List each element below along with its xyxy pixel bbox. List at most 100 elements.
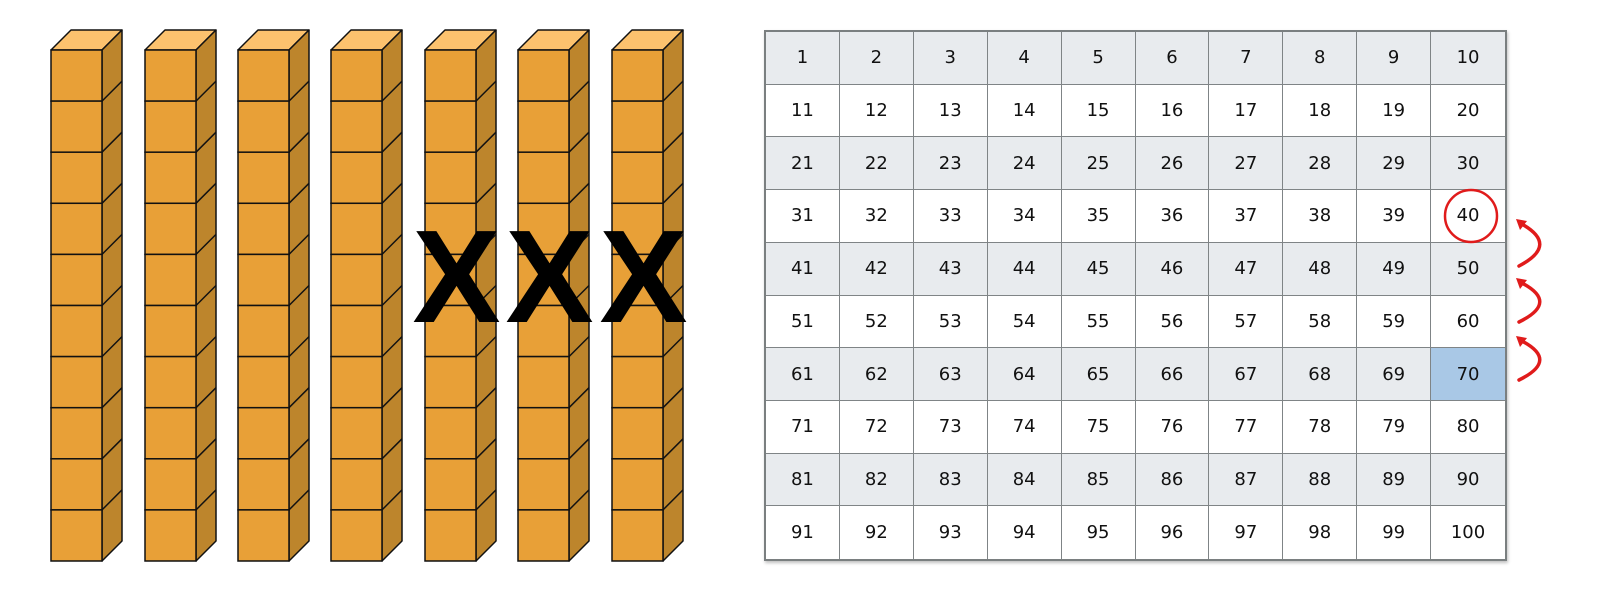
chart-cell-49: 49 xyxy=(1357,242,1432,296)
chart-cell-59: 59 xyxy=(1357,295,1432,349)
cross-out-mark: X xyxy=(412,203,500,350)
unit-cube xyxy=(517,253,570,307)
chart-cell-80: 80 xyxy=(1431,400,1505,454)
chart-cell-81: 81 xyxy=(766,453,840,507)
chart-cell-6: 6 xyxy=(1135,32,1210,85)
chart-cell-29: 29 xyxy=(1357,137,1432,191)
unit-cube xyxy=(237,49,290,102)
unit-cube xyxy=(611,151,664,205)
unit-cube xyxy=(144,202,197,256)
chart-cell-77: 77 xyxy=(1209,400,1284,454)
chart-cell-20: 20 xyxy=(1431,84,1505,138)
unit-cube xyxy=(50,49,103,102)
chart-cell-70: 70 xyxy=(1431,348,1505,401)
chart-cell-16: 16 xyxy=(1135,84,1210,138)
chart-cell-32: 32 xyxy=(839,190,914,243)
chart-cell-63: 63 xyxy=(913,348,988,401)
unit-cube xyxy=(424,49,477,102)
arrowhead-icon xyxy=(1516,278,1527,289)
chart-cell-50: 50 xyxy=(1431,242,1505,296)
unit-cube xyxy=(330,509,383,562)
unit-cube xyxy=(50,509,103,562)
chart-cell-68: 68 xyxy=(1283,348,1358,401)
unit-cube xyxy=(424,100,477,153)
chart-cell-95: 95 xyxy=(1061,506,1136,559)
chart-cell-78: 78 xyxy=(1283,400,1358,454)
unit-cube xyxy=(517,458,570,511)
chart-cell-88: 88 xyxy=(1283,453,1358,507)
chart-cell-1: 1 xyxy=(766,32,840,85)
unit-cube xyxy=(517,49,570,102)
chart-cell-15: 15 xyxy=(1061,84,1136,138)
unit-cube xyxy=(424,304,477,358)
unit-cube xyxy=(611,355,664,409)
chart-cell-85: 85 xyxy=(1061,453,1136,507)
chart-cell-44: 44 xyxy=(987,242,1062,296)
chart-cell-82: 82 xyxy=(839,453,914,507)
chart-cell-58: 58 xyxy=(1283,295,1358,349)
unit-cube xyxy=(237,355,290,409)
unit-cube xyxy=(517,406,570,460)
chart-cell-90: 90 xyxy=(1431,453,1505,507)
unit-cube xyxy=(50,202,103,256)
chart-cell-64: 64 xyxy=(987,348,1062,401)
chart-cell-65: 65 xyxy=(1061,348,1136,401)
chart-cell-67: 67 xyxy=(1209,348,1284,401)
unit-cube xyxy=(611,406,664,460)
chart-cell-21: 21 xyxy=(766,137,840,191)
jump-arrow-3 xyxy=(1517,221,1542,268)
chart-cell-39: 39 xyxy=(1357,190,1432,243)
chart-cell-60: 60 xyxy=(1431,295,1505,349)
unit-cube xyxy=(144,253,197,307)
chart-cell-57: 57 xyxy=(1209,295,1284,349)
unit-cube xyxy=(611,49,664,102)
rod-5: X xyxy=(412,29,501,562)
unit-cube xyxy=(424,458,477,511)
chart-cell-3: 3 xyxy=(913,32,988,85)
chart-cell-8: 8 xyxy=(1283,32,1358,85)
unit-cube xyxy=(330,151,383,205)
unit-cube xyxy=(237,100,290,153)
unit-cube xyxy=(517,304,570,358)
chart-cell-10: 10 xyxy=(1431,32,1505,85)
chart-cell-62: 62 xyxy=(839,348,914,401)
unit-cube xyxy=(144,100,197,153)
chart-cell-4: 4 xyxy=(987,32,1062,85)
unit-cube xyxy=(517,509,570,562)
chart-cell-92: 92 xyxy=(839,506,914,559)
unit-cube xyxy=(611,458,664,511)
chart-cell-96: 96 xyxy=(1135,506,1210,559)
chart-cell-17: 17 xyxy=(1209,84,1284,138)
chart-cell-72: 72 xyxy=(839,400,914,454)
unit-cube xyxy=(424,355,477,409)
chart-cell-97: 97 xyxy=(1209,506,1284,559)
chart-cell-55: 55 xyxy=(1061,295,1136,349)
arrowhead-icon xyxy=(1516,219,1527,230)
unit-cube xyxy=(330,406,383,460)
rod-1 xyxy=(50,29,123,562)
chart-cell-31: 31 xyxy=(766,190,840,243)
unit-cube xyxy=(611,100,664,153)
unit-cube xyxy=(517,355,570,409)
unit-cube xyxy=(330,100,383,153)
chart-cell-37: 37 xyxy=(1209,190,1284,243)
unit-cube xyxy=(424,151,477,205)
chart-cell-61: 61 xyxy=(766,348,840,401)
chart-cell-33: 33 xyxy=(913,190,988,243)
unit-cube xyxy=(237,406,290,460)
chart-cell-98: 98 xyxy=(1283,506,1358,559)
chart-cell-11: 11 xyxy=(766,84,840,138)
chart-cell-41: 41 xyxy=(766,242,840,296)
unit-cube xyxy=(50,304,103,358)
chart-cell-48: 48 xyxy=(1283,242,1358,296)
chart-cell-56: 56 xyxy=(1135,295,1210,349)
unit-cube xyxy=(424,253,477,307)
unit-cube xyxy=(330,202,383,256)
chart-cell-69: 69 xyxy=(1357,348,1432,401)
chart-cell-12: 12 xyxy=(839,84,914,138)
chart-cell-83: 83 xyxy=(913,453,988,507)
unit-cube xyxy=(424,406,477,460)
chart-cell-43: 43 xyxy=(913,242,988,296)
cross-out-mark: X xyxy=(505,203,593,350)
